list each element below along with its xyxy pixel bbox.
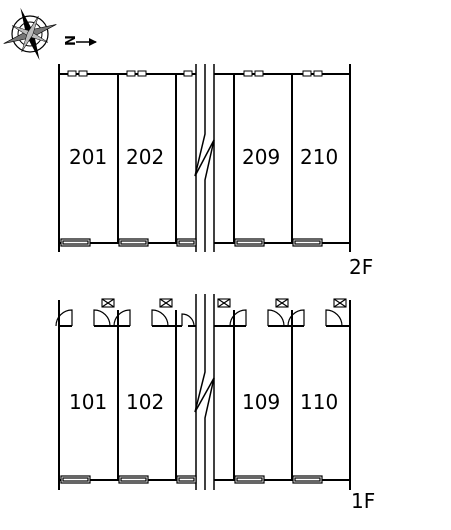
- unit-201-label: 201: [69, 145, 107, 169]
- unit-210-label: 210: [300, 145, 338, 169]
- unit-110-label: 110: [300, 390, 338, 414]
- compass-rose-icon: [3, 7, 57, 61]
- unit-209-label: 209: [242, 145, 280, 169]
- unit-202-label: 202: [126, 145, 164, 169]
- floor-1f-plan: [55, 294, 351, 490]
- floor-2f-plan: [58, 64, 351, 252]
- floor-1f-label: 1F: [351, 489, 375, 513]
- unit-102-label: 102: [126, 390, 164, 414]
- unit-109-label: 109: [242, 390, 280, 414]
- north-arrow-icon: N: [61, 35, 97, 46]
- unit-101-label: 101: [69, 390, 107, 414]
- north-label: N: [61, 35, 76, 46]
- floor-2f-label: 2F: [349, 255, 373, 279]
